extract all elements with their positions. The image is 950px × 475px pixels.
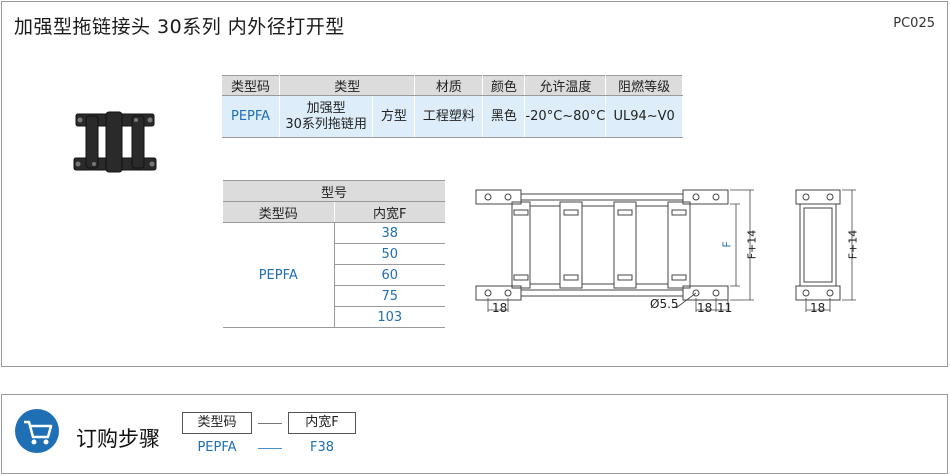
dim-hole: Ø5.5	[650, 297, 679, 311]
model-header-width: 内宽F	[334, 201, 445, 223]
product-panel: 加强型拖链接头 30系列 内外径打开型 PC025	[1, 1, 948, 367]
order-steps-title: 订购步骤	[76, 427, 160, 451]
model-table-title: 型号	[223, 180, 445, 202]
spec-header-color: 颜色	[482, 75, 526, 96]
order-box-type-code: 类型码	[182, 412, 252, 434]
page-title: 加强型拖链接头 30系列 内外径打开型	[14, 16, 345, 38]
spec-flame: UL94~V0	[605, 95, 683, 138]
width-option[interactable]: 60	[334, 264, 445, 286]
width-option[interactable]: 50	[334, 243, 445, 265]
spec-color: 黑色	[482, 95, 526, 138]
dim-F14: F+14	[745, 229, 759, 260]
spec-material: 工程塑料	[414, 95, 484, 138]
order-value-connector	[258, 448, 282, 449]
width-option[interactable]: 75	[334, 285, 445, 307]
side-view-drawing	[795, 189, 856, 312]
cart-icon	[15, 409, 59, 453]
spec-header-type-code: 类型码	[222, 75, 281, 96]
product-code: PC025	[893, 16, 935, 31]
spec-type-name-line1: 加强型	[306, 100, 346, 116]
front-view-drawing	[475, 189, 754, 312]
spec-header-row: 类型码 类型 材质 颜色 允许温度 阻燃等级	[222, 75, 683, 96]
spec-header-type: 类型	[279, 75, 416, 96]
spec-header-flame: 阻燃等级	[605, 75, 683, 96]
model-table: 型号 类型码 内宽F PEPFA 38 50 60 75 103	[223, 180, 445, 328]
width-option[interactable]: 38	[334, 222, 445, 244]
dim-18a: 18	[492, 301, 508, 315]
dim-18b: 18	[697, 301, 713, 315]
order-box-width: 内宽F	[288, 412, 356, 434]
model-type-code[interactable]: PEPFA	[223, 222, 335, 328]
spec-header-temperature: 允许温度	[524, 75, 607, 96]
order-value-type-code[interactable]: PEPFA	[197, 440, 237, 455]
dim-F: F	[720, 241, 734, 248]
spec-row: PEPFA 加强型 30系列拖链用 方型 工程塑料 黑色 -20°C~80°C …	[222, 95, 683, 138]
order-connector	[258, 423, 282, 424]
spec-temperature: -20°C~80°C	[524, 95, 607, 138]
dim-F14-side: F+14	[846, 229, 860, 260]
order-value-width[interactable]: F38	[309, 440, 335, 455]
product-photo	[73, 111, 157, 173]
dim-18c: 18	[810, 301, 826, 315]
spec-table: 类型码 类型 材质 颜色 允许温度 阻燃等级 PEPFA 加强型 30系列拖链用…	[222, 75, 683, 138]
spec-type-code[interactable]: PEPFA	[222, 95, 281, 138]
spec-type-name-line2: 30系列拖链用	[285, 116, 367, 132]
dim-11: 11	[717, 301, 733, 315]
width-option[interactable]: 103	[334, 306, 445, 328]
order-steps-panel: 订购步骤 类型码 内宽F PEPFA F38	[1, 394, 948, 474]
spec-shape: 方型	[372, 95, 416, 138]
spec-header-material: 材质	[414, 75, 484, 96]
model-header-type-code: 类型码	[223, 201, 335, 223]
spec-type-name: 加强型 30系列拖链用	[279, 95, 374, 138]
